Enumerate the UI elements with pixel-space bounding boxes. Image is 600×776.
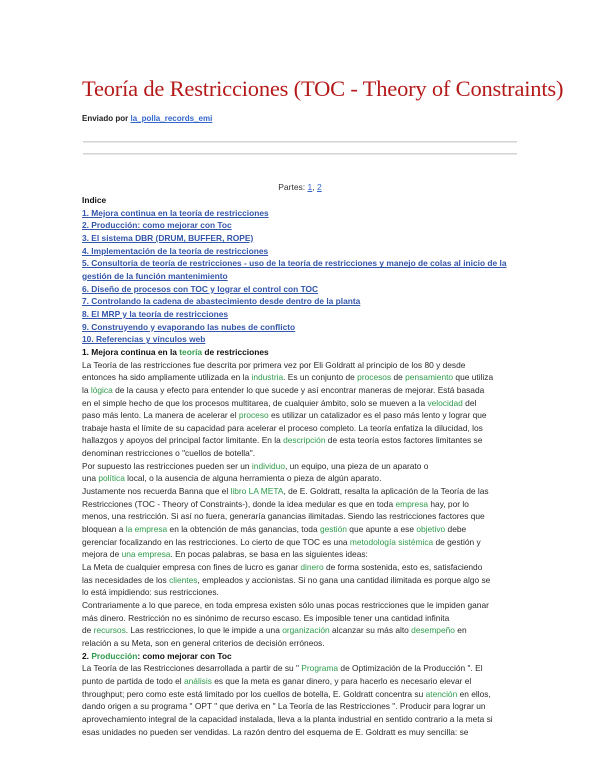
toc-link-7[interactable]: 7. Controlando la cadena de abastecimien… <box>82 296 361 307</box>
keyword-link[interactable]: la empresa <box>125 524 168 535</box>
text-line: Justamente nos recuerda Banna que el lib… <box>82 486 489 497</box>
article-body: Indice 1. Mejora continua en la teoría d… <box>82 194 522 738</box>
section-2-heading: 2. Producción: como mejorar con Toc <box>82 650 522 663</box>
text-line: throughput; pero como este está limitado… <box>82 688 491 699</box>
page-title: Teoría de Restricciones (TOC - Theory of… <box>82 76 564 101</box>
keyword-link[interactable]: procesos <box>357 372 392 383</box>
text-line: gerenciar focalizando en las restriccion… <box>82 536 481 547</box>
text-line: bloquean a la empresa en la obtención de… <box>82 524 467 535</box>
toc-link-4[interactable]: 4. Implementación de la teoría de restri… <box>82 245 269 256</box>
keyword-link[interactable]: metodología sistémica <box>349 536 434 547</box>
divider <box>83 153 517 155</box>
keyword-link[interactable]: velocidad <box>427 397 463 408</box>
index-heading: Indice <box>82 195 107 205</box>
toc-link-8[interactable]: 8. El MRP y la teoría de restricciones <box>82 308 229 319</box>
toc-link-9[interactable]: 9. Construyendo y evaporando las nubes d… <box>82 321 296 332</box>
text-line: menos, una restricción. Si así no fuera,… <box>82 511 485 522</box>
text-line: en el simple hecho de que los procesos m… <box>82 397 477 408</box>
keyword-link[interactable]: proceso <box>238 410 269 421</box>
text-line: La Meta de cualquier empresa con fines d… <box>82 562 483 573</box>
text-line: punto de partida de todo el análisis es … <box>82 675 472 686</box>
keyword-link[interactable]: industria <box>251 372 284 383</box>
text-line: La Teoría de las Restricciones desarroll… <box>82 663 483 674</box>
toc-link-5[interactable]: 5. Consultoría de teoría de restriccione… <box>82 258 507 281</box>
text-line: La Teoría de las restricciones fue descr… <box>82 359 466 370</box>
heading-text: : como mejorar con Toc <box>137 650 232 661</box>
keyword-link[interactable]: individuo <box>251 460 285 471</box>
toc-link-10[interactable]: 10. Referencias y vínculos web <box>82 334 206 345</box>
text-line: aprovechamiento integral de la capacidad… <box>82 713 493 724</box>
keyword-link[interactable]: gestión <box>319 524 347 535</box>
pagination: Partes: 1, 2 <box>0 182 600 192</box>
table-of-contents: 1. Mejora continua en la teoría de restr… <box>82 207 522 346</box>
keyword-link[interactable]: objetivo <box>416 524 446 535</box>
text-line: denominan restricciones o "cuellos de bo… <box>82 448 256 459</box>
keyword-link[interactable]: atención <box>425 688 458 699</box>
keyword-link[interactable]: lógica <box>90 384 113 395</box>
heading-text: de restricciones <box>202 346 269 357</box>
keyword-link[interactable]: Programa <box>301 663 339 674</box>
section-2-body: La Teoría de las Restricciones desarroll… <box>82 662 522 738</box>
keyword-link[interactable]: política <box>98 473 125 484</box>
text-line: hallazgos y apoyos del principal factor … <box>82 435 483 446</box>
text-line: de recursos. Las restricciones, lo que l… <box>82 625 467 636</box>
toc-link-2[interactable]: 2. Producción: como mejorar con Toc <box>82 220 232 231</box>
text-line: trabaje hasta el límite de su capacidad … <box>82 422 483 433</box>
toc-link-3[interactable]: 3. El sistema DBR (DRUM, BUFFER, ROPE) <box>82 232 254 243</box>
text-line: la lógica de la causa y efecto para ente… <box>82 384 485 395</box>
keyword-link[interactable]: organización <box>282 625 330 636</box>
text-line: más dinero. Restricción no es sinónimo d… <box>82 612 450 623</box>
parts-separator: , <box>312 182 318 192</box>
text-line: dando origen a su programa " OPT " que d… <box>82 701 486 712</box>
keyword-link[interactable]: dinero <box>300 562 324 573</box>
text-line: relación a su Meta, son en general crite… <box>82 637 325 648</box>
keyword-link[interactable]: recursos <box>93 625 126 636</box>
parts-label: Partes: <box>278 182 306 192</box>
text-line: mejora de una empresa. En pocas palabras… <box>82 549 368 560</box>
text-line: esas unidades no pueden ser vendidas. La… <box>82 726 469 737</box>
text-line: una política local, o la ausencia de alg… <box>82 473 382 484</box>
keyword-link[interactable]: pensamiento <box>405 372 454 383</box>
section-1-body: La Teoría de las restricciones fue descr… <box>82 359 522 650</box>
divider <box>83 141 517 143</box>
section-1-heading: 1. Mejora continua en la teoría de restr… <box>82 346 522 359</box>
keyword-link[interactable]: desempeño <box>411 625 455 636</box>
keyword-link[interactable]: teoría <box>179 346 203 357</box>
text-line: Restricciones (TOC - Theory of Constrain… <box>82 498 469 509</box>
text-line: entonces ha sido ampliamente utilizada e… <box>82 372 494 383</box>
text-line: lo está impidiendo: sus restricciones. <box>82 587 219 598</box>
heading-text: 1. Mejora continua en la <box>82 346 180 357</box>
text-line: Contrariamente a lo que parece, en toda … <box>82 600 489 610</box>
part-link-2[interactable]: 2 <box>317 182 322 192</box>
author-link[interactable]: la_polla_records_emi <box>130 114 213 123</box>
keyword-link[interactable]: libro LA META <box>230 486 284 497</box>
toc-link-6[interactable]: 6. Diseño de procesos con TOC y lograr e… <box>82 283 319 294</box>
keyword-link[interactable]: empresa <box>395 498 429 509</box>
keyword-link[interactable]: análisis <box>183 675 212 686</box>
text-line: las necesidades de los clientes, emplead… <box>82 574 491 585</box>
part-link-1[interactable]: 1 <box>307 182 313 192</box>
byline-label: Enviado por <box>82 114 129 123</box>
heading-text: 2. <box>82 650 92 661</box>
keyword-link[interactable]: Producción <box>91 650 138 661</box>
byline: Enviado por la_polla_records_emi <box>82 114 212 123</box>
text-line: paso más lento. La manera de acelerar el… <box>82 410 487 421</box>
keyword-link[interactable]: descripción <box>283 435 326 446</box>
toc-link-1[interactable]: 1. Mejora continua en la teoría de restr… <box>82 207 269 218</box>
keyword-link[interactable]: clientes <box>169 574 198 585</box>
text-line: Por supuesto las restricciones pueden se… <box>82 460 429 471</box>
keyword-link[interactable]: una empresa <box>121 549 171 560</box>
